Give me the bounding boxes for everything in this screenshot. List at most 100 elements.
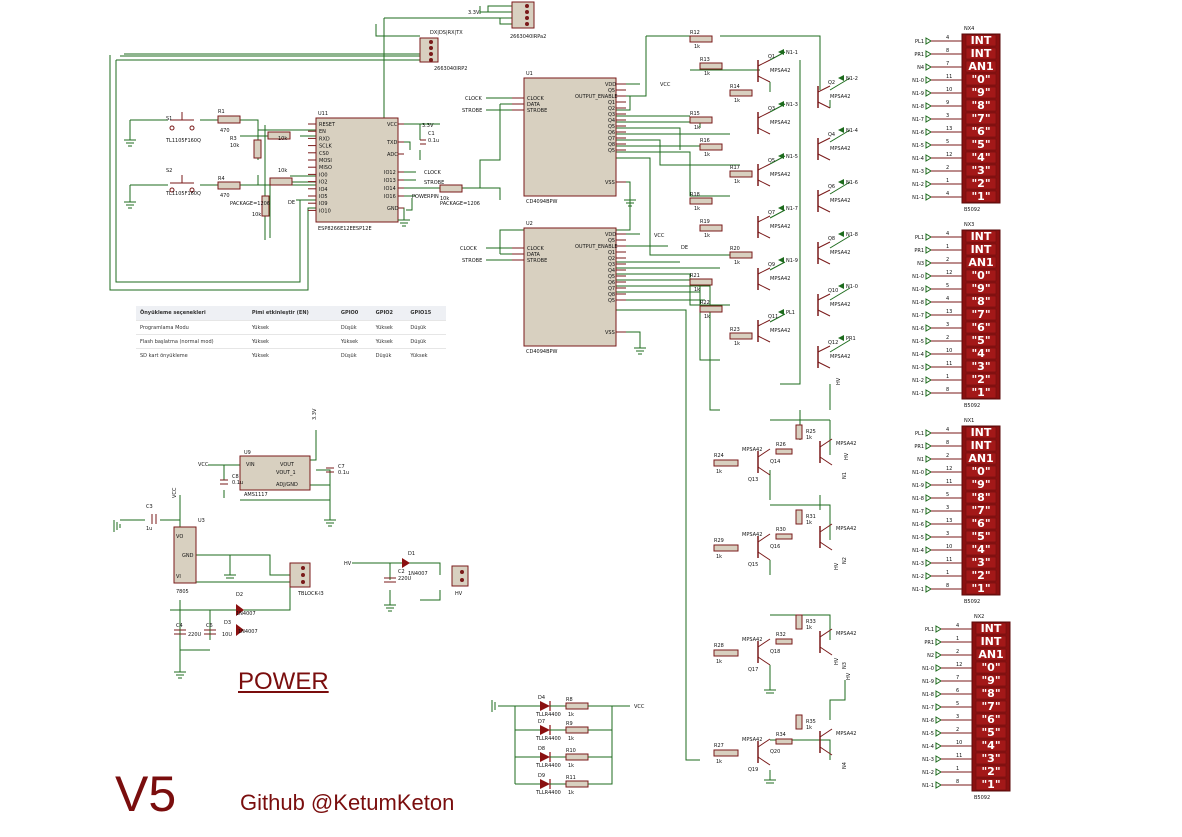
transistor-emitter bbox=[757, 75, 771, 83]
tube-pin-net: N1-1 bbox=[922, 783, 934, 789]
transistor-collector bbox=[757, 638, 771, 648]
tube-part: B5092 bbox=[974, 795, 990, 801]
tube-pin-net: PR1 bbox=[914, 248, 924, 254]
hv-resistor bbox=[795, 614, 803, 630]
net-arrow-icon bbox=[838, 179, 844, 185]
tube-pin-cell bbox=[965, 99, 997, 112]
tube-pin-net: N1-0 bbox=[912, 274, 924, 280]
tube-pin-number: 7 bbox=[956, 675, 959, 681]
tube-pin-symbol: "5" bbox=[981, 726, 1000, 739]
net-hv: HV bbox=[846, 672, 852, 680]
tube-pin-symbol: "3" bbox=[981, 752, 1000, 765]
hv-transistor-emitter bbox=[819, 746, 833, 756]
tube-pin-cell bbox=[965, 190, 997, 203]
transistor-ref: Q17 bbox=[748, 667, 758, 673]
net-arrow-icon bbox=[935, 781, 942, 789]
resistor-ref: R22 bbox=[700, 300, 710, 306]
tube-pin-symbol: "0" bbox=[981, 661, 1000, 674]
transistor-collector bbox=[757, 215, 771, 223]
esp-pin-label: SCLK bbox=[319, 144, 332, 150]
base-resistor bbox=[729, 251, 753, 259]
tube-pin-cell bbox=[965, 517, 997, 530]
net-arrow-icon bbox=[925, 572, 932, 580]
tube-pin-cell bbox=[975, 778, 1007, 791]
tube-pin-net: N1-1 bbox=[912, 587, 924, 593]
net-arrow-icon bbox=[935, 625, 942, 633]
net-arrow-icon bbox=[925, 141, 932, 149]
transistor-part: MPSA42 bbox=[770, 328, 790, 334]
sr-pin-label: Q5 bbox=[608, 148, 615, 154]
esp-pin-label: CS0 bbox=[319, 151, 329, 157]
sr-pin-label: Q3 bbox=[608, 262, 615, 268]
net-arrow-icon bbox=[925, 533, 932, 541]
tube-pin-net: PL1 bbox=[915, 235, 924, 241]
net-arrow-icon bbox=[925, 585, 932, 593]
header-top-label: 2663040IRPa2 bbox=[510, 34, 546, 40]
tube-pin-symbol: "0" bbox=[971, 73, 990, 86]
resistor-val: 1k bbox=[734, 179, 740, 185]
tube-pin-net: N1-2 bbox=[912, 182, 924, 188]
header-second-pins-label: DX|DS|RX|TX bbox=[430, 30, 463, 36]
tube-pin-number: 8 bbox=[946, 440, 949, 446]
u9-pin-adj: ADJ/GND bbox=[276, 482, 298, 488]
cap-c4-ref: C4 bbox=[176, 623, 183, 629]
transistor-ref: Q13 bbox=[748, 477, 758, 483]
cap-c7-val: 0.1u bbox=[338, 470, 349, 476]
transistor-collector bbox=[817, 345, 831, 353]
sr-pin-label: VSS bbox=[605, 180, 615, 186]
resistor-ref: R19 bbox=[700, 219, 710, 225]
tube-anode-net: N2 bbox=[842, 557, 848, 564]
net-vcc-u3: VCC bbox=[172, 487, 178, 498]
resistor-ref: R33 bbox=[806, 619, 816, 625]
transistor-output-net: PR1 bbox=[846, 336, 856, 342]
tube-pin-net: N1-3 bbox=[912, 365, 924, 371]
transistor-output-net: N1-7 bbox=[786, 206, 798, 212]
transistor-emitter bbox=[817, 309, 831, 317]
net-hv: HV bbox=[834, 657, 840, 665]
table-header: Pimi etkinleştir (EN) bbox=[247, 306, 337, 321]
sr-pin-label: Q5 bbox=[608, 124, 615, 130]
tube-pin-number: 3 bbox=[956, 714, 959, 720]
net-arrow-icon bbox=[925, 376, 932, 384]
table-header: GPIO15 bbox=[406, 306, 446, 321]
transistor-ref: Q5 bbox=[768, 158, 775, 164]
tube-pin-number: 11 bbox=[946, 74, 952, 80]
tube-ref: NX4 bbox=[964, 26, 974, 32]
resistor-ref: R30 bbox=[776, 527, 786, 533]
tube-pin-number: 2 bbox=[956, 649, 959, 655]
resistor-ref: R17 bbox=[730, 165, 740, 171]
transistor-part: MPSA42 bbox=[770, 224, 790, 230]
transistor-collector bbox=[817, 189, 831, 197]
tube-pin-net: N1-3 bbox=[912, 561, 924, 567]
tube-pin-net: N1-8 bbox=[912, 496, 924, 502]
net-3v3-esp: 3.3V bbox=[422, 123, 434, 129]
base-resistor bbox=[729, 89, 753, 97]
resistor-ref: R9 bbox=[566, 721, 573, 727]
tube-pin-net: N1-4 bbox=[912, 548, 924, 554]
resistor-val: 1k bbox=[806, 520, 812, 526]
header-second-connector: DX|DS|RX|TX 2663040IRP2 bbox=[419, 30, 467, 72]
transistor-ref: Q16 bbox=[770, 544, 780, 550]
resistor-val: 1k bbox=[806, 725, 812, 731]
tube-pin-net: N1-3 bbox=[912, 169, 924, 175]
led-part: TLLR4400 bbox=[535, 790, 561, 796]
transistor-emitter bbox=[817, 257, 831, 265]
net-arrow-icon bbox=[935, 768, 942, 776]
tube-pin-symbol: AN1 bbox=[968, 60, 993, 73]
tube-pin-cell bbox=[975, 739, 1007, 752]
tube-pin-cell bbox=[975, 648, 1007, 661]
net-arrow-icon bbox=[925, 520, 932, 528]
tube-pin-net: N1-8 bbox=[922, 692, 934, 698]
transistor-ref: Q8 bbox=[828, 236, 835, 242]
switch-s1-ref: S1 bbox=[166, 116, 172, 122]
tube-pin-number: 12 bbox=[946, 270, 952, 276]
resistor-ref: R23 bbox=[730, 327, 740, 333]
transistor-output-net: N1-8 bbox=[846, 232, 858, 238]
led-ref: D7 bbox=[538, 719, 545, 725]
led-resistor bbox=[565, 726, 589, 734]
tube-pin-net: N4 bbox=[917, 65, 924, 71]
led-part: TLLR4400 bbox=[535, 712, 561, 718]
transistor-collector bbox=[757, 59, 771, 67]
sr-pin-label: Q1 bbox=[608, 250, 615, 256]
